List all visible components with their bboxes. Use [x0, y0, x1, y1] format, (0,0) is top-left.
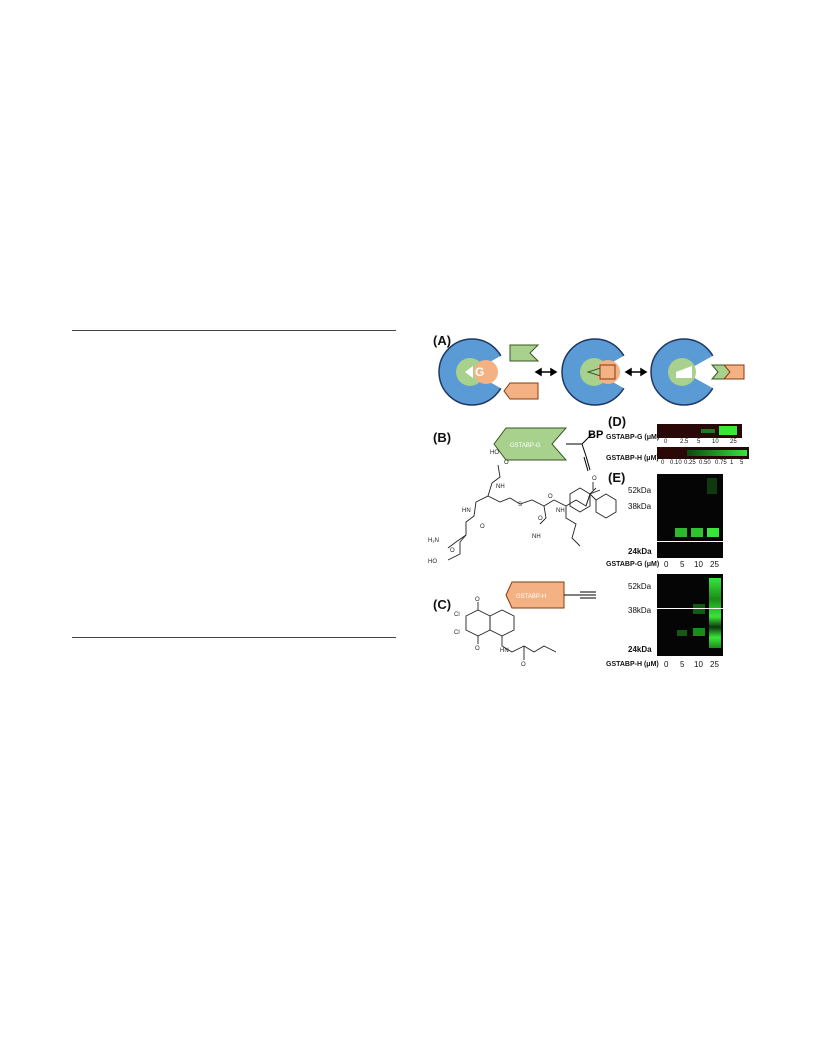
gel-divider — [657, 541, 723, 542]
panel-c-diagram: GSTABP-H O Cl Cl O HN O — [454, 581, 596, 668]
gel-band — [691, 528, 703, 537]
equilibrium-arrow-1 — [534, 367, 558, 377]
gel-band — [693, 628, 705, 636]
gel-band — [707, 528, 719, 537]
gel-e-h-marker: 24kDa — [628, 645, 652, 654]
gstabp-g-probe-icon — [493, 427, 568, 461]
gel-d-g-title: GSTABP-G (μM) — [606, 434, 660, 441]
panel-e-label: (E) — [608, 470, 626, 485]
panel-a-label: (A) — [433, 333, 452, 348]
svg-text:NH: NH — [496, 484, 505, 490]
gel-band — [719, 426, 737, 435]
gel-d-h-tick: 0 — [661, 460, 665, 466]
gel-d-h-title: GSTABP-H (μM) — [606, 455, 659, 462]
svg-text:O: O — [450, 548, 455, 554]
svg-text:BP: BP — [588, 429, 603, 441]
gel-e-g-title: GSTABP-G (μM) — [606, 561, 660, 568]
svg-text:GSTABP-H: GSTABP-H — [516, 594, 546, 600]
gel-d-h-tick: 0.50 — [699, 460, 711, 466]
gel-d-g-tick: 0 — [664, 439, 668, 445]
svg-text:H₂N: H₂N — [428, 538, 439, 544]
svg-text:O: O — [538, 516, 543, 522]
svg-text:NH: NH — [556, 508, 565, 514]
gel-e-h-title: GSTABP-H (μM) — [606, 661, 659, 668]
svg-text:O: O — [504, 460, 509, 466]
gel-e-g-marker: 38kDa — [628, 502, 652, 511]
gel-band — [709, 578, 721, 648]
gel-band — [701, 429, 715, 433]
gel-e-h — [657, 574, 723, 656]
gel-d-g — [657, 424, 742, 438]
gel-e-h-tick: 5 — [680, 660, 685, 669]
gel-d-h — [657, 447, 749, 459]
svg-text:HN: HN — [462, 508, 471, 514]
panel-b-diagram: GSTABP-G BP HO O NH HN S NH O O H₂N HO O… — [428, 427, 617, 565]
svg-text:NH: NH — [532, 534, 541, 540]
gel-d-g-tick: 25 — [730, 439, 737, 445]
naphthoquinone-structure — [465, 602, 557, 660]
glutathione-structure — [447, 464, 617, 561]
gel-d-h-tick: 1 — [730, 460, 734, 466]
svg-text:Cl: Cl — [454, 630, 460, 636]
panel-a-diagram: G H — [438, 338, 745, 406]
gel-d-g-tick: 2.5 — [680, 439, 689, 445]
gel-e-g-marker: 24kDa — [628, 547, 652, 556]
svg-text:O: O — [592, 476, 597, 482]
svg-text:O: O — [480, 524, 485, 530]
gel-band — [677, 630, 687, 636]
svg-text:O: O — [548, 494, 553, 500]
gel-e-g — [657, 474, 723, 558]
gel-e-g-tick: 5 — [680, 560, 685, 569]
gel-e-h-marker: 38kDa — [628, 606, 652, 615]
svg-text:HO: HO — [428, 559, 437, 565]
bottom-rule — [72, 637, 396, 638]
gstabp-h-probe-icon — [505, 581, 565, 609]
gel-band — [693, 604, 705, 614]
gel-e-h-tick: 10 — [694, 660, 703, 669]
gel-d-h-tick: 5 — [740, 460, 744, 466]
svg-text:O: O — [475, 646, 480, 652]
svg-text:H: H — [488, 365, 497, 379]
gel-e-g-tick: 0 — [664, 560, 669, 569]
gel-e-g-tick: 25 — [710, 560, 719, 569]
gel-divider — [657, 608, 723, 609]
gel-e-h-marker: 52kDa — [628, 582, 652, 591]
gel-d-h-tick: 0.25 — [684, 460, 696, 466]
gel-d-g-tick: 10 — [712, 439, 719, 445]
gel-d-h-tick: 0.10 — [670, 460, 682, 466]
equilibrium-arrow-2 — [624, 367, 648, 377]
svg-text:G: G — [475, 365, 484, 379]
svg-text:O: O — [521, 662, 526, 668]
panel-b-label: (B) — [433, 430, 452, 445]
svg-text:O: O — [475, 597, 480, 603]
gel-d-g-tick: 5 — [697, 439, 701, 445]
enzyme-3-icon — [650, 338, 745, 406]
top-rule — [72, 330, 396, 331]
panel-d-label: (D) — [608, 414, 627, 429]
gel-band — [687, 450, 747, 456]
green-probe-icon — [509, 344, 540, 362]
svg-text:S: S — [518, 502, 522, 508]
gel-e-g-tick: 10 — [694, 560, 703, 569]
svg-text:Cl: Cl — [454, 612, 460, 618]
svg-text:GSTABP-G: GSTABP-G — [510, 443, 541, 449]
svg-text:HN: HN — [500, 648, 509, 654]
gel-d-h-tick: 0.75 — [715, 460, 727, 466]
panel-c-label: (C) — [433, 597, 452, 612]
orange-probe-icon — [503, 382, 539, 400]
gel-e-h-tick: 25 — [710, 660, 719, 669]
svg-text:HO: HO — [490, 450, 499, 456]
gel-band — [707, 478, 717, 494]
gel-e-g-marker: 52kDa — [628, 486, 652, 495]
gel-e-h-tick: 0 — [664, 660, 669, 669]
gel-band — [675, 528, 687, 537]
